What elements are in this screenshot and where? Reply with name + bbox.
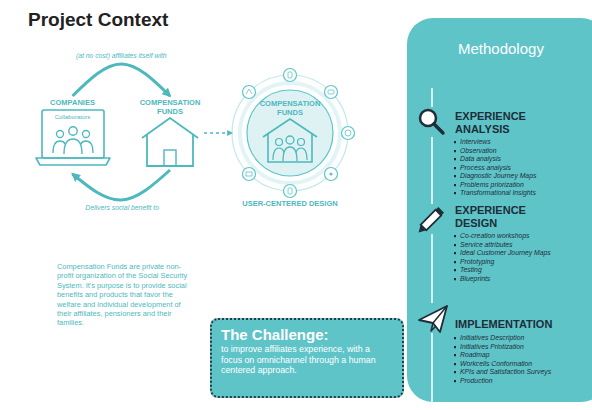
- person-head: [83, 131, 90, 138]
- bullet-item: Observation: [453, 147, 592, 156]
- page-title: Project Context: [28, 9, 168, 31]
- bullet-item: Process analysis: [453, 164, 592, 173]
- channel-icon: [243, 86, 256, 99]
- dashed-arrow: [204, 132, 232, 133]
- edge-label: Delivers social benefit to: [57, 204, 187, 212]
- channel-glyph: [246, 89, 252, 94]
- channel-glyph: [329, 172, 332, 175]
- bullet-item: Initiatives Priotization: [453, 343, 592, 352]
- person-body: [273, 148, 285, 160]
- channel-icon: [342, 127, 355, 140]
- house-roof: [142, 118, 198, 138]
- person-head: [69, 127, 77, 135]
- phase-heading: EXPERIENCE DESIGN: [455, 204, 555, 229]
- bullet-item: Transformational Insights: [453, 189, 592, 198]
- channel-glyph: [288, 188, 292, 194]
- person-body: [79, 141, 93, 153]
- middle-ring: [240, 83, 340, 183]
- icon-backdrop: [417, 303, 447, 333]
- pencil-icon: [416, 207, 444, 235]
- phase-heading: IMPLEMENTATION: [455, 318, 555, 331]
- channel-glyph: [328, 90, 334, 94]
- magnifier-handle: [434, 124, 443, 133]
- channel-glyph: [345, 130, 351, 136]
- circle-caption: USER-CENTERED DESIGN: [222, 199, 358, 208]
- person-head: [276, 139, 283, 146]
- bullet-item: Problems priorization: [453, 181, 592, 190]
- node-heading: COMPENSATION FUNDS: [255, 99, 325, 117]
- person-body: [295, 148, 307, 160]
- channel-icon: [243, 168, 256, 181]
- outer-ring: [232, 75, 348, 191]
- methodology-panel: MethodologyEXPERIENCE ANALYSIS Interviews…: [407, 18, 592, 402]
- bullet-item: Ideal Customer Journey Maps: [453, 249, 592, 258]
- paper-plane: [419, 306, 447, 332]
- bullet-item: Workcells Conformation: [453, 360, 592, 369]
- person-head: [286, 136, 294, 144]
- screen-label: Collaborators: [30, 114, 115, 121]
- bullet-item: Diagnostic Journey Maps: [453, 172, 592, 181]
- icon-backdrop: [417, 107, 447, 137]
- bullet-item: Initiatives Description: [453, 334, 592, 343]
- channel-icon: [284, 185, 297, 198]
- bullet-item: Prototyping: [453, 258, 592, 267]
- challenge-body: to improve affiliates experience, with a…: [221, 344, 393, 376]
- channel-icon: [325, 168, 338, 181]
- bullet-item: Testing: [453, 266, 592, 275]
- challenge-box: The Challenge:to improve affiliates expe…: [210, 318, 404, 398]
- bullet-item: Interviews: [453, 138, 592, 147]
- challenge-title: The Challenge:: [221, 326, 393, 343]
- benefit-arrow: [73, 170, 171, 200]
- person-body: [53, 141, 67, 153]
- person-body: [283, 147, 297, 161]
- bullet-item: Roadmap: [453, 351, 592, 360]
- person-head: [298, 139, 305, 146]
- pencil-tip: [416, 225, 427, 236]
- bullet-item: Production: [453, 377, 592, 386]
- channel-icon: [284, 69, 297, 82]
- phase-heading: EXPERIENCE ANALYSIS: [455, 110, 555, 135]
- bullet-item: Service attributes: [453, 241, 592, 250]
- icon-backdrop: [417, 204, 447, 234]
- channel-glyph: [246, 172, 252, 176]
- house-roof: [263, 119, 317, 137]
- bullet-item: KPIs and Satisfaction Surveys: [453, 368, 592, 377]
- house-walls: [147, 134, 193, 166]
- magnifier-lens: [420, 110, 436, 126]
- house-walls: [268, 133, 312, 162]
- panel-title: Methodology: [458, 40, 592, 58]
- affiliation-arrow: [73, 64, 171, 96]
- paper-plane-fold: [431, 306, 447, 331]
- context-paragraph: Compensation Funds are private non-profi…: [57, 262, 197, 328]
- laptop-base: [36, 158, 110, 165]
- node-heading: COMPANIES: [30, 98, 115, 107]
- bullet-item: Blueprints: [453, 275, 592, 284]
- edge-label: (at no cost) affiliates itself with: [56, 52, 186, 60]
- timeline-line: [431, 88, 433, 402]
- node-heading: COMPENSATION FUNDS: [136, 98, 204, 116]
- pencil-body: [421, 210, 442, 231]
- channel-glyph: [288, 72, 292, 78]
- house-door: [164, 150, 176, 166]
- user-centered-circle: COMPENSATION FUNDSUSER-CENTERED DESIGN: [232, 75, 348, 191]
- companies-node: COMPANIES Collaborators: [30, 98, 115, 172]
- bullet-item: Data analysis: [453, 155, 592, 164]
- pencil-eraser: [436, 207, 444, 215]
- person-body: [64, 139, 82, 154]
- channel-icon: [325, 86, 338, 99]
- bullet-item: Co-creation workshops: [453, 232, 592, 241]
- person-head: [57, 131, 64, 138]
- funds-node: COMPENSATION FUNDS: [136, 98, 204, 168]
- inner-circle: [247, 90, 333, 176]
